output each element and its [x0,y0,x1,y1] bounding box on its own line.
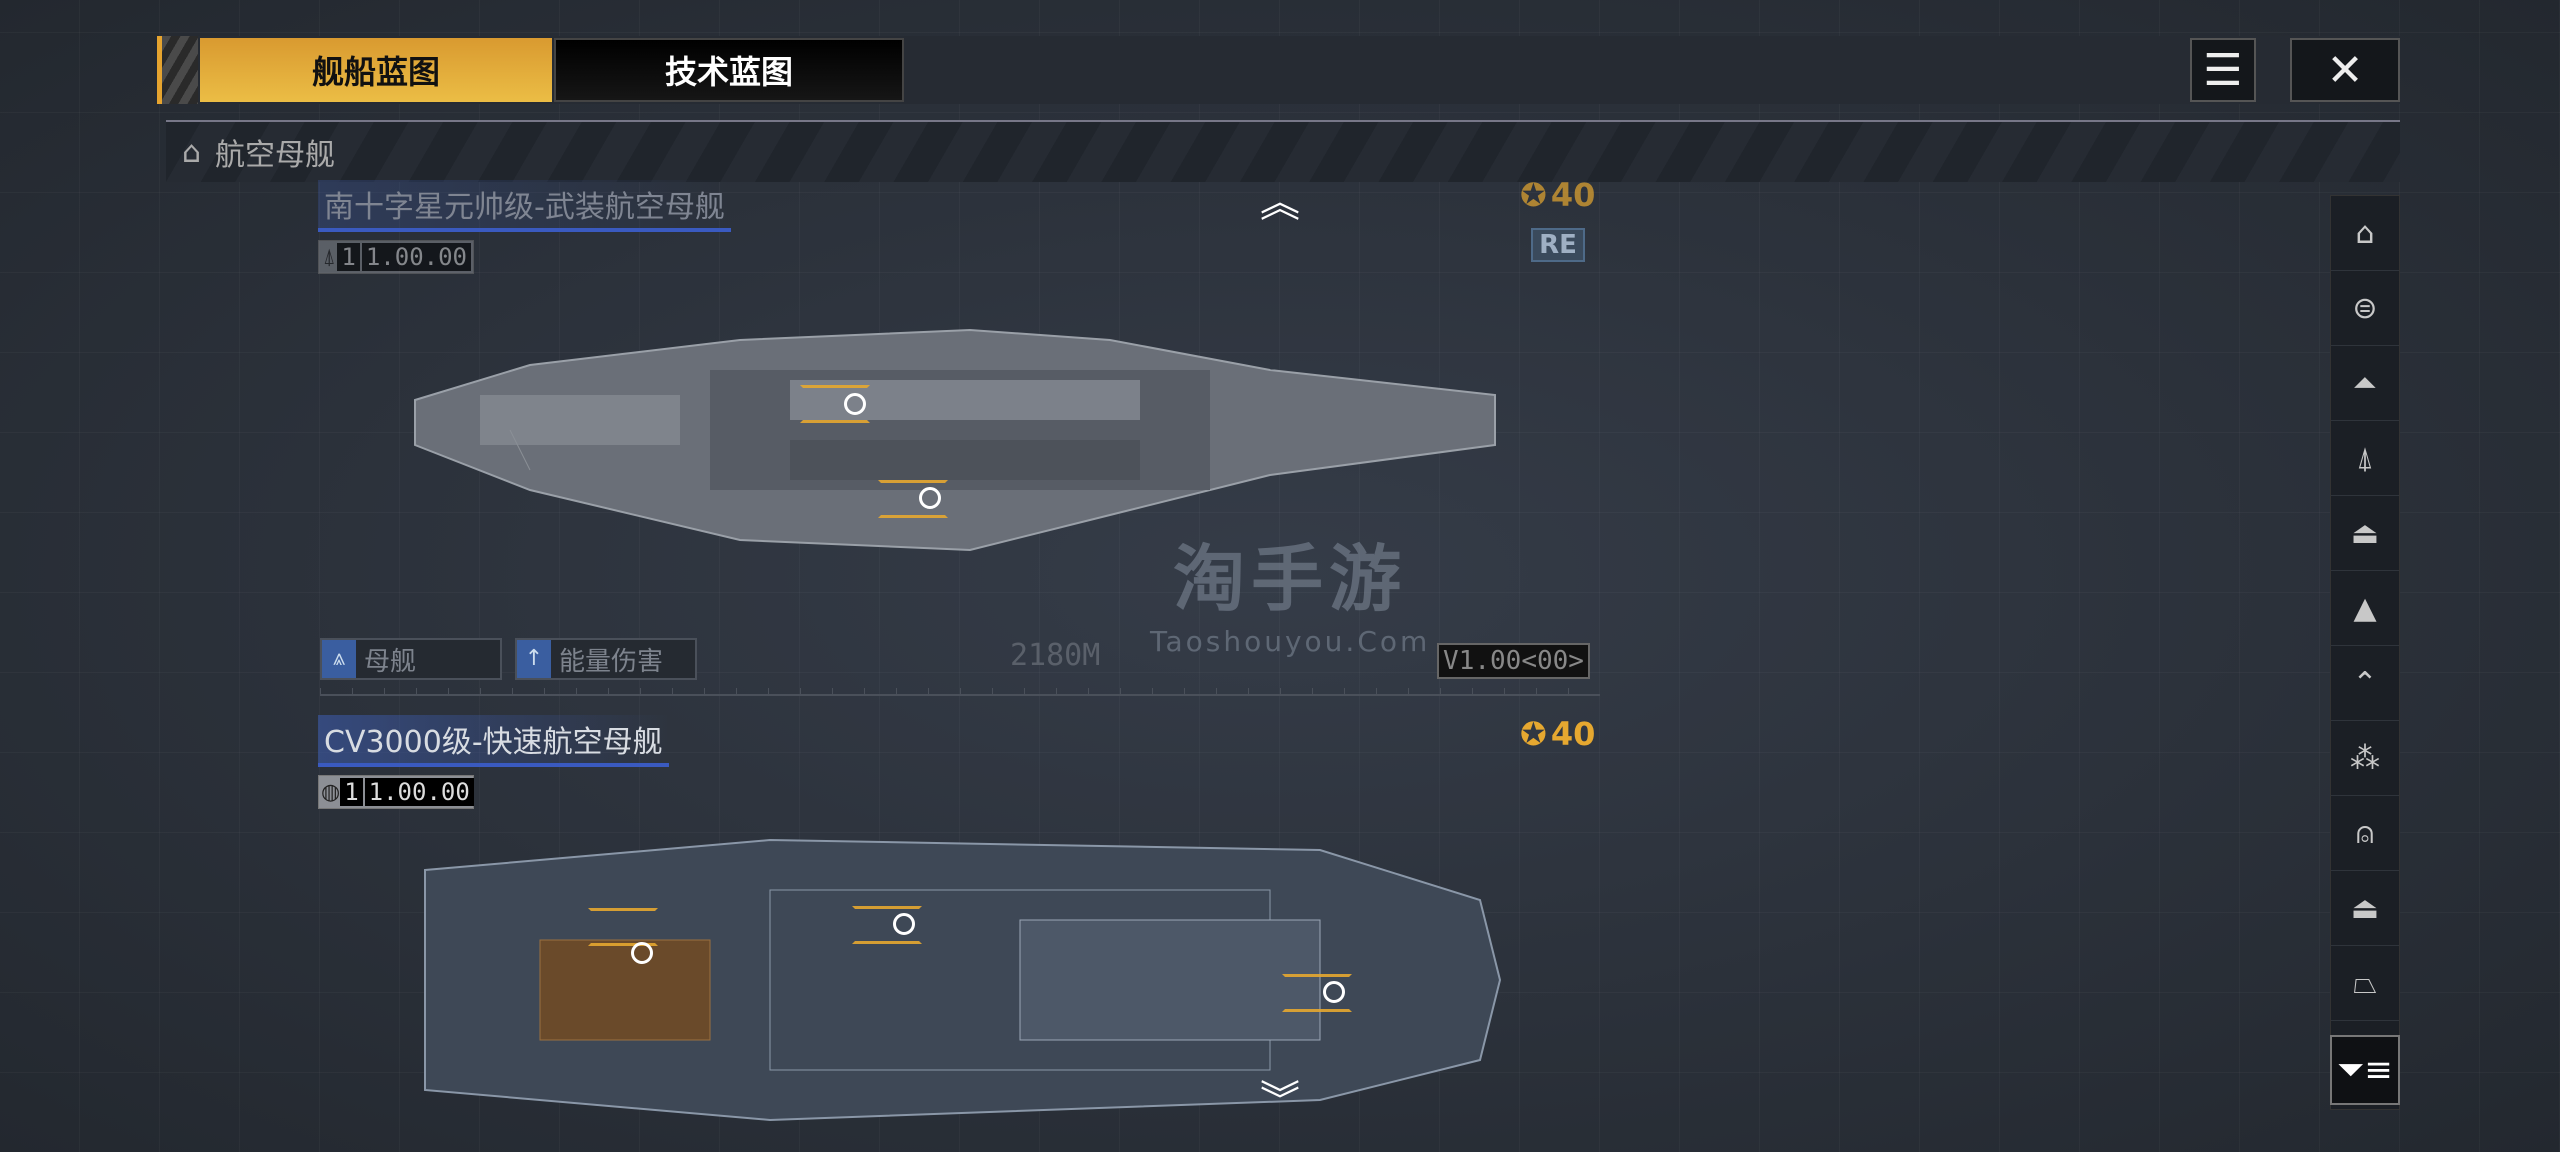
ship-type-sidebar: ⌂ ⊜ ⏶ ⍋ ⏏ ▲ ⌃ ⁂ ⍝ ⏏ ⏢ [2330,195,2400,1110]
ship-card-2[interactable]: CV3000级-快速航空母舰 ◍ 1 1.00.00 [318,715,669,809]
frigate-icon[interactable]: ⏏ [2331,496,2399,571]
carrier-icon: ⌂ [182,134,202,170]
filter-button[interactable]: ⏷≡ [2330,1035,2400,1105]
hardpoint-dot[interactable] [893,913,915,935]
hardpoint-marker[interactable] [852,906,922,944]
globe-icon: ◍ [321,779,341,805]
carrier-icon[interactable]: ⌂ [2331,196,2399,271]
hazard-stripe [157,36,198,104]
category-bar: ⌂ 航空母舰 [166,120,2400,182]
watermark-en: Taoshouyou.Com [1150,625,1431,658]
ship-title: 南十字星元帅级-武装航空母舰 [318,180,731,232]
battlecruiser-icon[interactable]: ⊜ [2331,271,2399,346]
scroll-up-button[interactable]: ︽ [1258,183,1302,223]
ship-title: CV3000级-快速航空母舰 [318,715,669,767]
corvette-icon[interactable]: ▲ [2331,571,2399,646]
filter-icon: ⏷≡ [2337,1050,2393,1090]
hardpoint-dot[interactable] [919,487,941,509]
command-rank-icon: ✪ [1520,715,1547,753]
watermark-cn: 淘手游 [1173,537,1408,621]
auxiliary-icon[interactable]: ⍝ [2331,796,2399,871]
command-rank-icon: ✪ [1520,176,1547,214]
ship-2-image[interactable] [420,830,1510,1130]
cruiser-icon[interactable]: ⏶ [2331,346,2399,421]
chevron-down-icon: ︾ [1260,1078,1300,1124]
hardpoint-marker[interactable] [800,385,870,423]
scale-ruler [320,688,1600,696]
re-badge: RE [1531,228,1585,262]
energy-damage-icon: ↑ [517,640,551,678]
tab-ship-blueprint[interactable]: 舰船蓝图 [200,38,552,102]
chevron-up-icon: ︽ [1260,180,1300,226]
scroll-down-button[interactable]: ︾ [1258,1081,1302,1121]
ship-level-badge: ⍋ 1 1.00.00 [318,240,474,274]
tag-mothership: ⩓ 母舰 [320,638,502,680]
ship-1-image[interactable] [410,270,1510,590]
document-list-icon: ☰ [2203,44,2243,96]
ship-level-badge: ◍ 1 1.00.00 [318,775,474,809]
tag-label: 能量伤害 [559,646,664,677]
close-button[interactable]: ✕ [2290,38,2400,102]
mothership-icon: ⩓ [322,640,356,678]
hardpoint-marker[interactable] [1282,974,1352,1012]
tab-tech-blueprint[interactable]: 技术蓝图 [554,38,904,102]
level-value: 1.00.00 [361,243,471,271]
cost-value: 40 [1550,715,1596,753]
hardpoint-marker[interactable] [588,908,658,946]
category-label: 航空母舰 [215,138,336,173]
hardpoint-dot[interactable] [631,942,653,964]
fighter-icon[interactable]: ⌃ [2331,646,2399,721]
tag-energy-damage: ↑ 能量伤害 [515,638,697,680]
ship-card-1[interactable]: 南十字星元帅级-武装航空母舰 ⍋ 1 1.00.00 [318,180,731,274]
tag-label: 母舰 [364,646,417,677]
level-value: 1.00.00 [364,778,474,806]
watermark: 淘手游 Taoshouyou.Com [1150,520,1430,658]
hardpoint-dot[interactable] [844,393,866,415]
destroyer-icon[interactable]: ⍋ [2331,421,2399,496]
squadron-icon[interactable]: ⁂ [2331,721,2399,796]
special-icon[interactable]: ⏢ [2331,946,2399,1021]
close-icon: ✕ [2326,44,2364,96]
hardpoint-marker[interactable] [878,480,948,518]
support-icon[interactable]: ⏏ [2331,871,2399,946]
cost-value: 40 [1550,176,1596,214]
ship-class-icon: ⍋ [322,244,336,270]
ship-cost: ✪40 [1520,715,1595,753]
level-prefix: 1 [337,243,360,271]
document-list-button[interactable]: ☰ [2190,38,2256,102]
hardpoint-dot[interactable] [1323,981,1345,1003]
ship-cost: ✪40 [1520,176,1595,214]
ship-length: 2180M [1010,638,1101,673]
version-label: V1.00<00> [1437,643,1590,679]
level-prefix: 1 [340,778,363,806]
